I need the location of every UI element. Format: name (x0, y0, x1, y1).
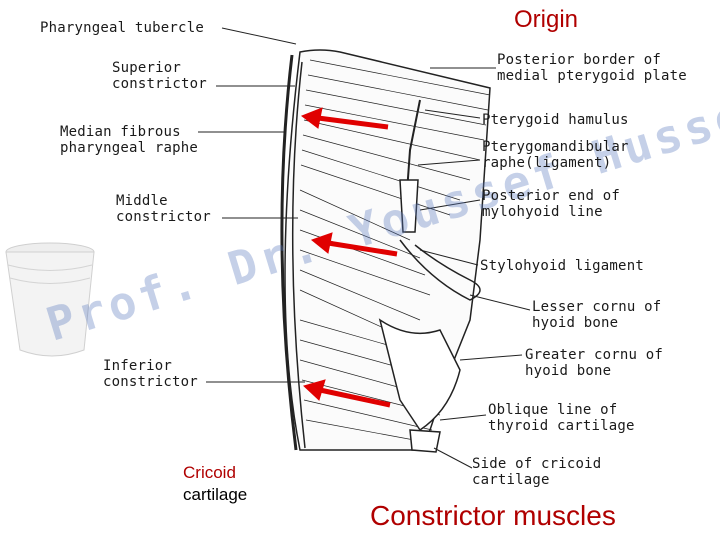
cricoid-caption: Cricoid cartilage (183, 462, 247, 506)
arrow-superior (300, 107, 389, 130)
main-title: Constrictor muscles (370, 500, 616, 531)
arrow-inferior (303, 379, 391, 408)
leader-lines (198, 27, 531, 469)
origin-arrows (300, 107, 398, 408)
label-pterygoid-hamulus: Pterygoid hamulus (482, 112, 629, 128)
label-pterygomandibular-raphe: Pterygomandibular raphe(ligament) (482, 139, 629, 171)
label-posterior-border: Posterior border of medial pterygoid pla… (497, 52, 687, 84)
label-mylohyoid-line: Posterior end of mylohyoid line (482, 188, 621, 220)
arrow-middle (310, 232, 398, 257)
cricoid-word: Cricoid (183, 463, 236, 482)
label-greater-cornu: Greater cornu of hyoid bone (525, 347, 664, 379)
label-superior-constrictor: Superior constrictor (112, 60, 207, 92)
label-middle-constrictor: Middle constrictor (116, 193, 211, 225)
label-oblique-line: Oblique line of thyroid cartilage (488, 402, 635, 434)
label-pharyngeal-tubercle: Pharyngeal tubercle (40, 20, 204, 36)
cartilage-word: cartilage (183, 485, 248, 504)
label-inferior-constrictor: Inferior constrictor (103, 358, 198, 390)
label-stylohyoid-ligament: Stylohyoid ligament (480, 258, 644, 274)
label-lesser-cornu: Lesser cornu of hyoid bone (532, 299, 662, 331)
cups-image (5, 242, 95, 357)
origin-title: Origin (514, 6, 579, 33)
label-cricoid-side: Side of cricoid cartilage (472, 456, 602, 488)
label-median-raphe: Median fibrous pharyngeal raphe (60, 124, 199, 156)
